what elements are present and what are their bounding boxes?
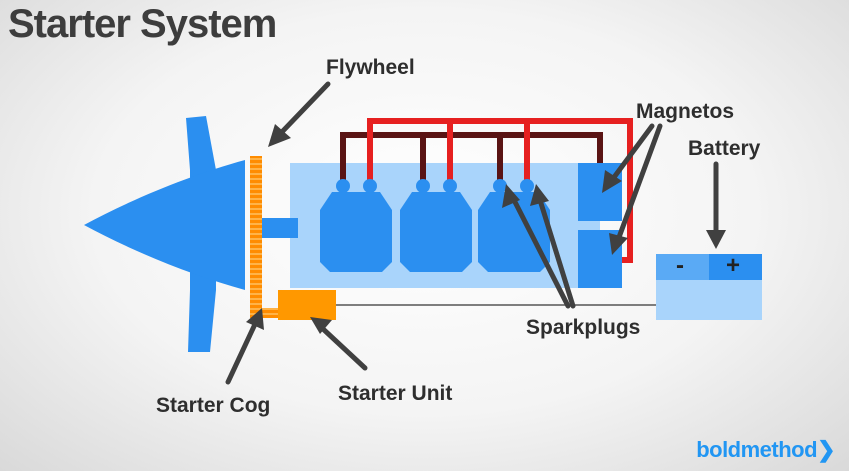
brand-logo: boldmethod❯ [696, 437, 835, 463]
label-starter-unit: Starter Unit [338, 382, 453, 405]
battery-positive-terminal [709, 254, 762, 280]
chevron-right-icon: ❯ [817, 437, 835, 462]
battery-negative-sign: - [676, 252, 684, 279]
crankshaft [258, 218, 298, 238]
label-battery: Battery [688, 137, 761, 160]
callout-arrows [225, 81, 726, 385]
starter-unit [278, 290, 336, 320]
page-title: Starter System [8, 2, 277, 46]
cylinder-2 [400, 179, 472, 272]
cylinder-3 [478, 179, 550, 272]
ignition-harness-red [367, 118, 633, 263]
battery-positive-sign: + [726, 252, 741, 279]
label-flywheel: Flywheel [326, 56, 415, 79]
label-magnetos: Magnetos [636, 100, 735, 123]
label-sparkplugs: Sparkplugs [526, 316, 641, 339]
propeller [84, 116, 245, 352]
ignition-harness-dark [340, 132, 603, 183]
flywheel [250, 156, 262, 302]
brand-name: boldmethod [696, 437, 818, 462]
label-starter-cog: Starter Cog [156, 394, 271, 417]
cylinder-1 [320, 179, 392, 272]
battery-negative-terminal [656, 254, 709, 280]
